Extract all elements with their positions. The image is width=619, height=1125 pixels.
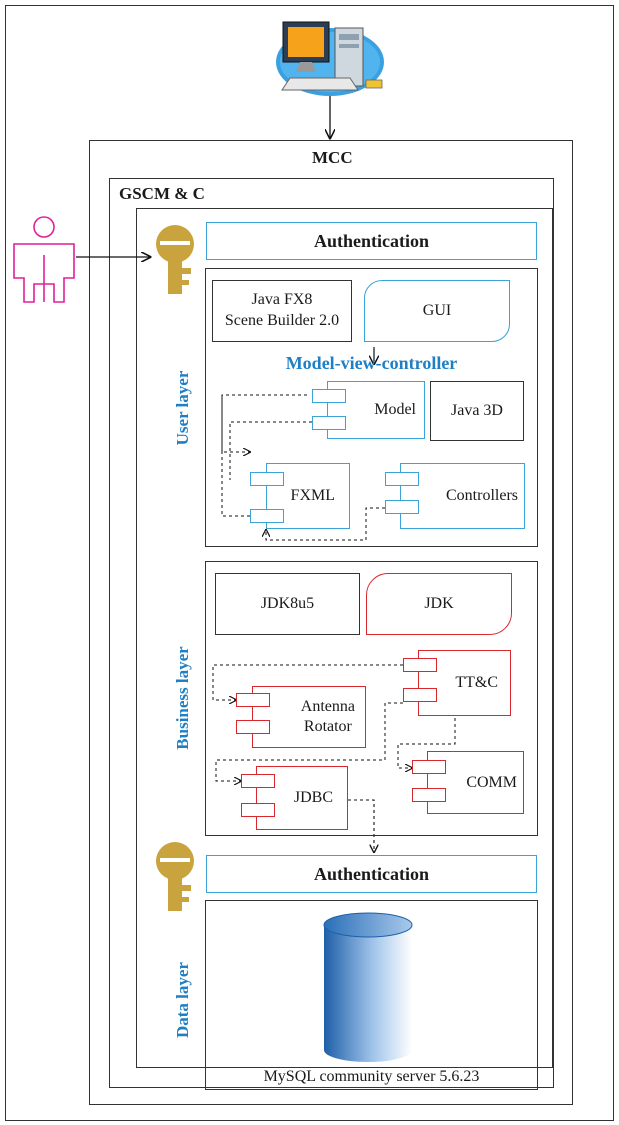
jdk8u5-box: JDK8u5 xyxy=(215,573,360,635)
component-tab xyxy=(412,788,446,802)
jdk-box: JDK xyxy=(366,573,512,635)
mcc-label: MCC xyxy=(312,148,353,167)
component-tab xyxy=(385,472,419,486)
business-layer-box xyxy=(205,561,538,836)
java3d-box: Java 3D xyxy=(430,381,524,441)
controllers-component: Controllers xyxy=(400,463,525,529)
ttc-component: TT&C xyxy=(418,650,511,716)
data-layer-box xyxy=(205,900,538,1090)
authentication-top: Authentication xyxy=(206,222,537,260)
data-layer-label: Data layer xyxy=(173,962,192,1039)
key-icon xyxy=(156,225,194,294)
mysql-label: MySQL community server 5.6.23 xyxy=(263,1068,480,1085)
outer-frame xyxy=(5,5,614,1121)
database-icon xyxy=(323,912,413,1062)
component-tab xyxy=(385,500,419,514)
component-tab xyxy=(250,509,284,523)
gscm-container xyxy=(109,178,554,1088)
gscm-label: GSCM & C xyxy=(119,184,205,203)
authentication-bottom: Authentication xyxy=(206,855,537,893)
user-layer-box xyxy=(205,268,538,547)
component-tab xyxy=(403,688,437,702)
business-layer-label: Business layer xyxy=(173,646,192,750)
mcc-container xyxy=(89,140,573,1105)
gui-box: GUI xyxy=(364,280,510,342)
component-tab xyxy=(403,658,437,672)
scene-builder-box: Java FX8 Scene Builder 2.0 xyxy=(212,280,352,342)
component-tab xyxy=(236,720,270,734)
component-tab xyxy=(241,803,275,817)
component-tab xyxy=(312,416,346,430)
layers-container xyxy=(136,208,553,1068)
antenna-rotator-component: Antenna Rotator xyxy=(252,686,366,748)
component-tab xyxy=(412,760,446,774)
computer-icon xyxy=(276,21,384,96)
component-tab xyxy=(241,774,275,788)
user-icon xyxy=(13,216,75,303)
component-tab xyxy=(312,389,346,403)
component-tab xyxy=(250,472,284,486)
component-tab xyxy=(236,693,270,707)
key-icon xyxy=(156,842,194,911)
user-layer-label: User layer xyxy=(173,370,192,446)
mvc-title: Model-view-controller xyxy=(285,353,458,373)
